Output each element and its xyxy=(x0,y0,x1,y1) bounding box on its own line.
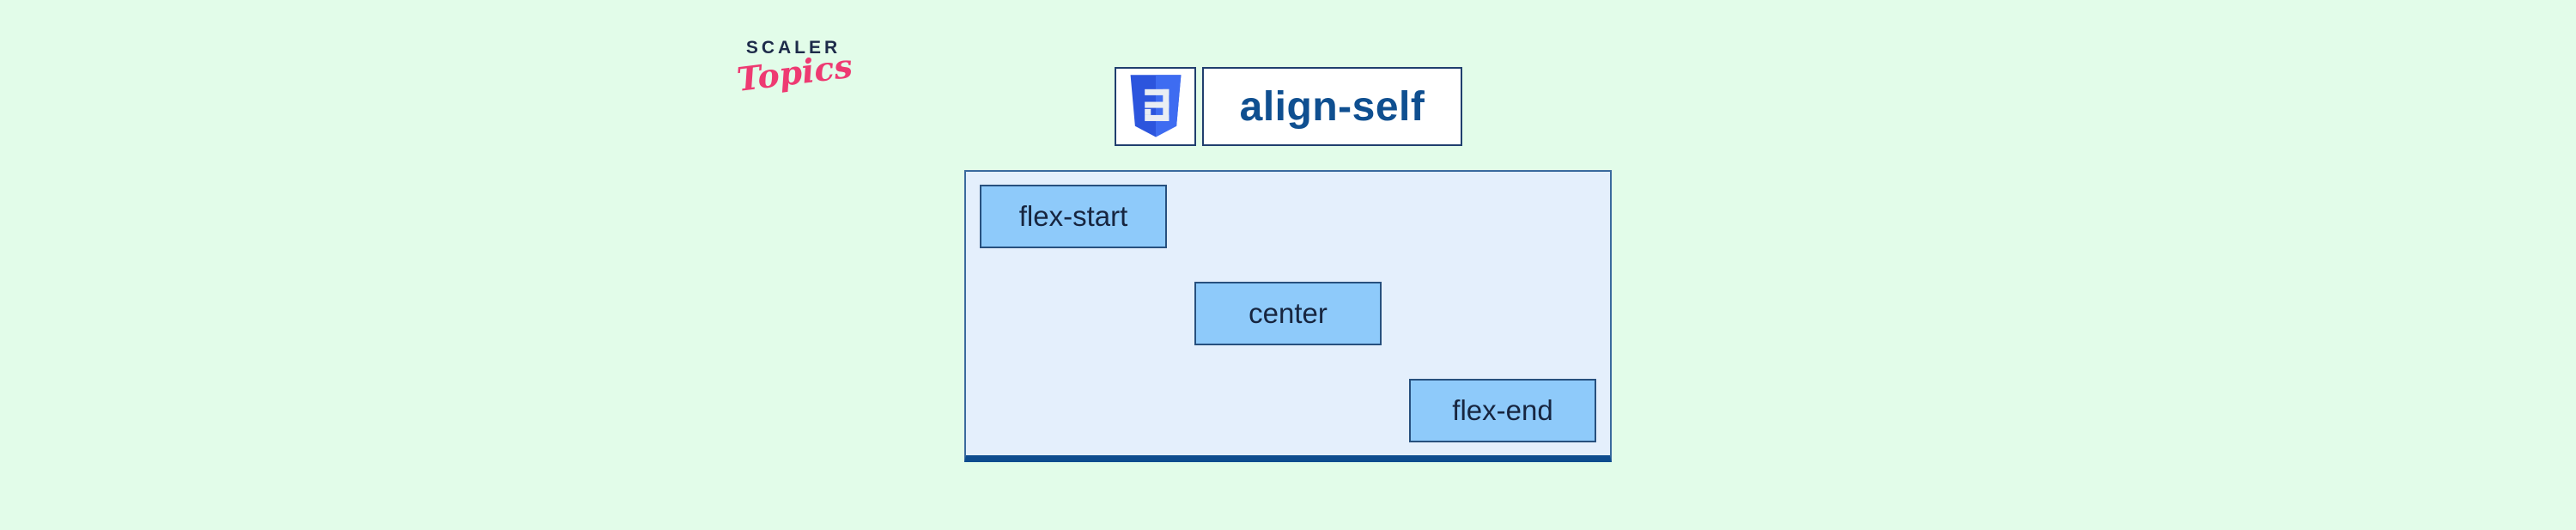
flex-item-flex-start: flex-start xyxy=(980,185,1167,248)
scaler-topics-logo: SCALER Topics xyxy=(735,38,854,99)
title-box: align-self xyxy=(1202,67,1462,146)
flex-item-flex-end: flex-end xyxy=(1409,379,1596,442)
page-title: align-self xyxy=(1239,83,1425,130)
css3-shield-icon xyxy=(1130,75,1181,137)
flex-container: flex-start center flex-end xyxy=(964,170,1612,462)
scaler-logo-brand: SCALER xyxy=(745,38,841,58)
css3-logo-box xyxy=(1115,67,1196,146)
flex-item-center: center xyxy=(1194,282,1382,345)
